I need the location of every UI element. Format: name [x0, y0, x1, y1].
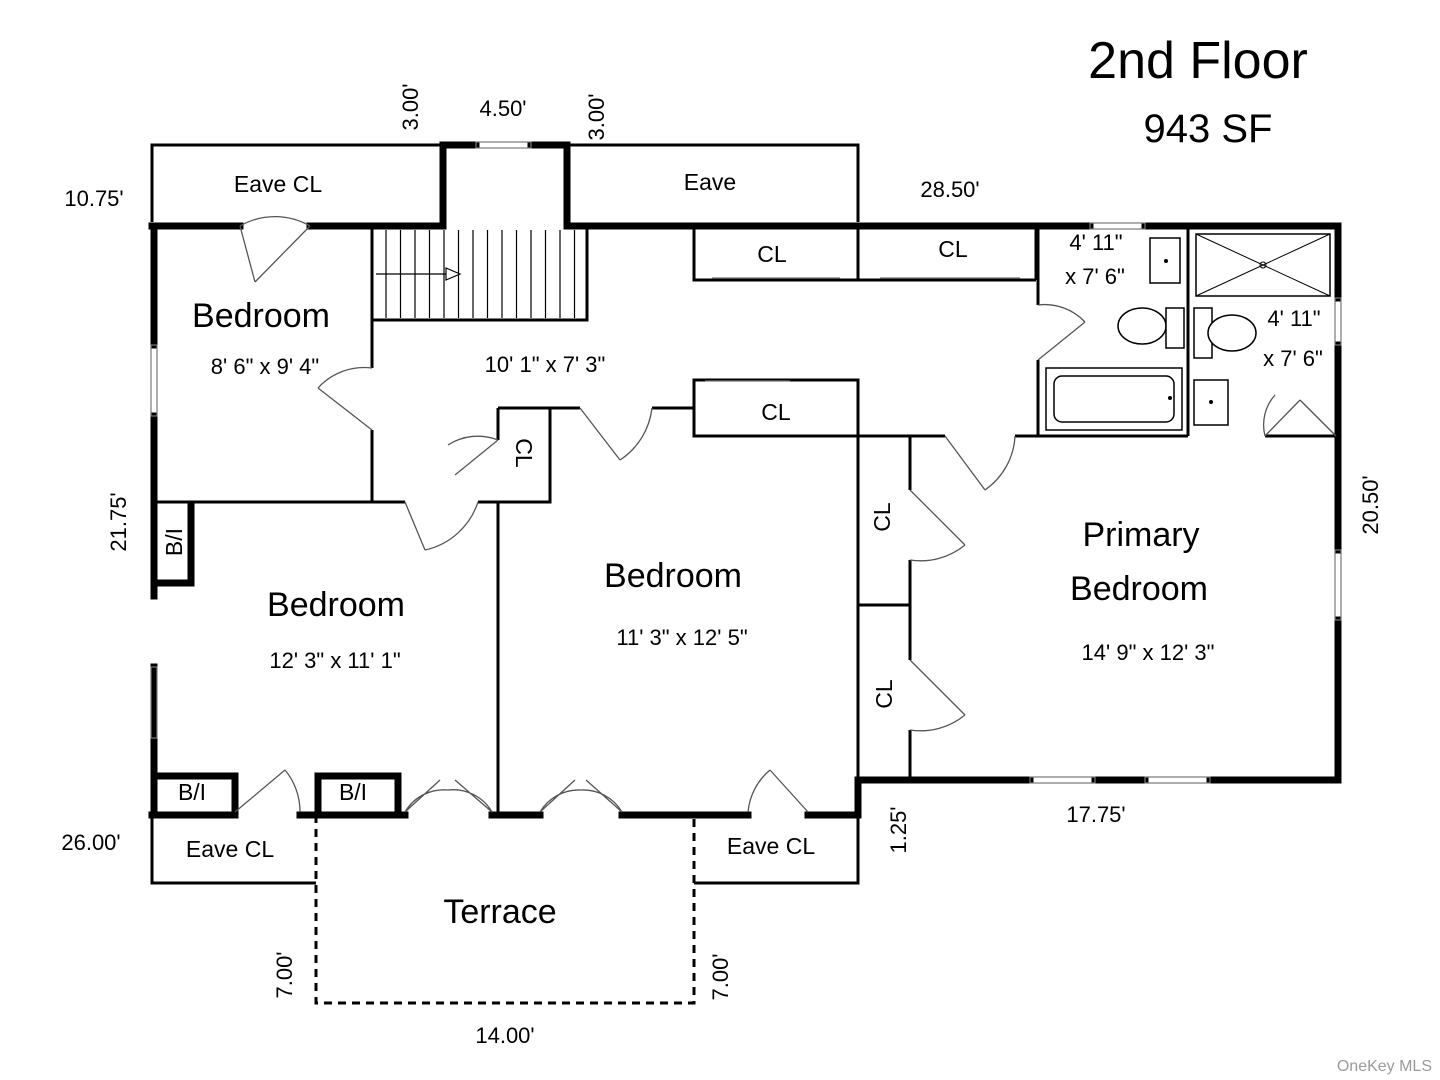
- floor-area: 943 SF: [1144, 107, 1273, 151]
- builtin-label: B/I: [178, 779, 206, 805]
- closet-label: Eave CL: [727, 833, 815, 859]
- closet-label: Eave CL: [186, 836, 274, 862]
- stair-direction-arrow-icon: [376, 267, 462, 281]
- room-dimensions: 8' 6" x 9' 4": [211, 354, 319, 379]
- room-dimensions: 4' 11": [1267, 306, 1320, 331]
- doors: [234, 216, 1337, 813]
- walls: [148, 141, 1342, 885]
- closet-label: Eave: [684, 169, 736, 195]
- measurement: 17.75': [1066, 802, 1125, 827]
- closet-label: CL: [869, 502, 895, 532]
- labels: 2nd Floor 943 SF Eave CL Eave CL CL CL C…: [61, 32, 1383, 1048]
- terrace-outline: [314, 815, 696, 1005]
- watermark: OneKey MLS: [1336, 1058, 1432, 1075]
- bath-fixtures: [1045, 233, 1331, 431]
- toilet-icon: [1117, 307, 1167, 345]
- measurement: 4.50': [479, 96, 526, 121]
- measurement: 21.75': [106, 492, 131, 551]
- room-dimensions: 14' 9" x 12' 3": [1082, 640, 1215, 665]
- room-dimensions: x 7' 6": [1263, 346, 1323, 371]
- room-dimensions: x 7' 6": [1065, 264, 1125, 289]
- measurement: 7.00': [272, 951, 297, 998]
- measurement: 20.50': [1358, 475, 1383, 534]
- builtin-label: B/I: [161, 528, 187, 556]
- room-dimensions: 11' 3" x 12' 5": [616, 625, 747, 650]
- toilet-icon: [1207, 314, 1257, 352]
- room-name: Primary: [1082, 516, 1199, 554]
- room-dimensions: 12' 3" x 11' 1": [269, 648, 400, 673]
- closet-label: Eave CL: [234, 171, 322, 197]
- measurement: 3.00': [584, 93, 609, 140]
- builtin-label: B/I: [339, 779, 367, 805]
- closet-label: CL: [757, 241, 787, 267]
- room-name: Bedroom: [267, 586, 405, 624]
- room-dimensions: 4' 11": [1069, 230, 1122, 255]
- measurement: 1.25': [886, 806, 911, 853]
- room-name: Terrace: [443, 893, 556, 931]
- measurement: 3.00': [398, 83, 423, 130]
- room-name: Bedroom: [604, 557, 742, 595]
- measurement: 10.75': [64, 186, 123, 211]
- measurement: 14.00': [475, 1023, 534, 1048]
- sink-icon: [1193, 379, 1229, 426]
- closet-label: CL: [871, 679, 897, 709]
- measurement: 28.50': [920, 177, 979, 202]
- closet-label: CL: [761, 399, 791, 425]
- windows: [150, 141, 1342, 784]
- room-name: Bedroom: [1070, 570, 1208, 608]
- closet-label: CL: [938, 236, 968, 262]
- staircase: [376, 230, 576, 318]
- room-dimensions: 10' 1" x 7' 3": [485, 352, 606, 377]
- measurement: 26.00': [61, 830, 120, 855]
- room-name: Bedroom: [192, 297, 330, 335]
- closet-label: CL: [511, 438, 537, 468]
- page-title: 2nd Floor: [1088, 32, 1308, 90]
- measurement: 7.00': [708, 953, 733, 1000]
